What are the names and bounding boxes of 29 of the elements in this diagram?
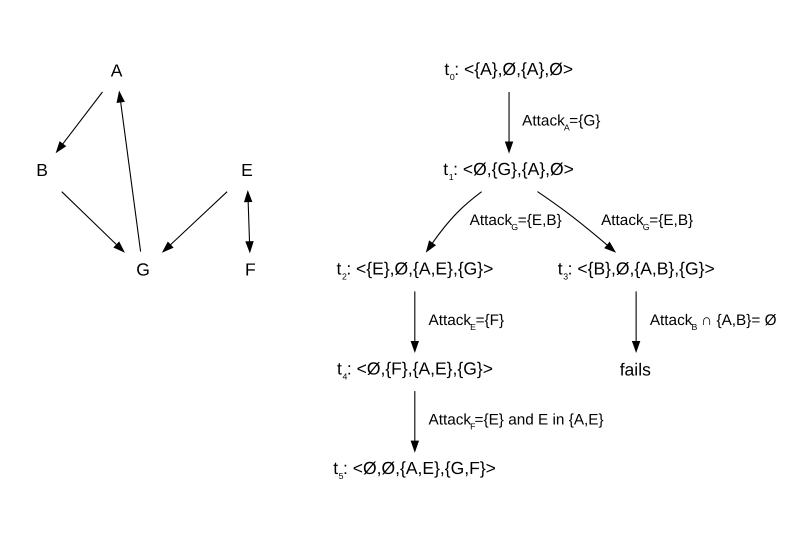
- node-text: E: [241, 160, 253, 180]
- node-text: t$_{0}$: <{A},Ø,{A},Ø>: [444, 59, 574, 82]
- arrow: [56, 92, 103, 154]
- node-text: A: [110, 60, 122, 80]
- arrow: [410, 391, 420, 453]
- node-text: t$_{5}$: <Ø,Ø,{A,E},{G,F}>: [333, 458, 496, 481]
- edge-label: Attack$_{F}$={E} and E in {A,E}: [428, 412, 604, 432]
- node-text: B: [36, 160, 48, 180]
- edge-label: Attack$_{A}$={G}: [522, 112, 600, 132]
- node-text: t$_{2}$: <{E},Ø,{A,E},{G}>: [336, 258, 494, 282]
- edge-label: Attack$_{B}$ ∩ {A,B}= Ø: [650, 312, 777, 332]
- arrow: [632, 291, 640, 354]
- edge-label: Attack$_{E}$={F}: [428, 312, 504, 332]
- arrow: [244, 190, 254, 254]
- arrow: [426, 191, 482, 253]
- arrow: [116, 90, 142, 252]
- node-text: G: [136, 260, 150, 280]
- node-text: fails: [620, 359, 651, 380]
- edge-label: Attack$_{G}$={E,B}: [470, 212, 562, 232]
- node-text: t$_{3}$: <{B},Ø,{A,B},{G}>: [558, 258, 715, 282]
- arrow: [162, 191, 228, 253]
- arrow: [504, 92, 514, 154]
- arrow: [410, 291, 420, 354]
- edge-label: Attack$_{G}$={E,B}: [601, 212, 694, 232]
- arrow: [537, 191, 616, 253]
- node-text: F: [245, 260, 256, 280]
- node-text: t$_{1}$: <Ø,{G},{A},Ø>: [443, 158, 574, 182]
- node-text: t$_{4}$: <Ø,{F},{A,E},{G}>: [337, 358, 493, 382]
- arrow: [61, 191, 125, 253]
